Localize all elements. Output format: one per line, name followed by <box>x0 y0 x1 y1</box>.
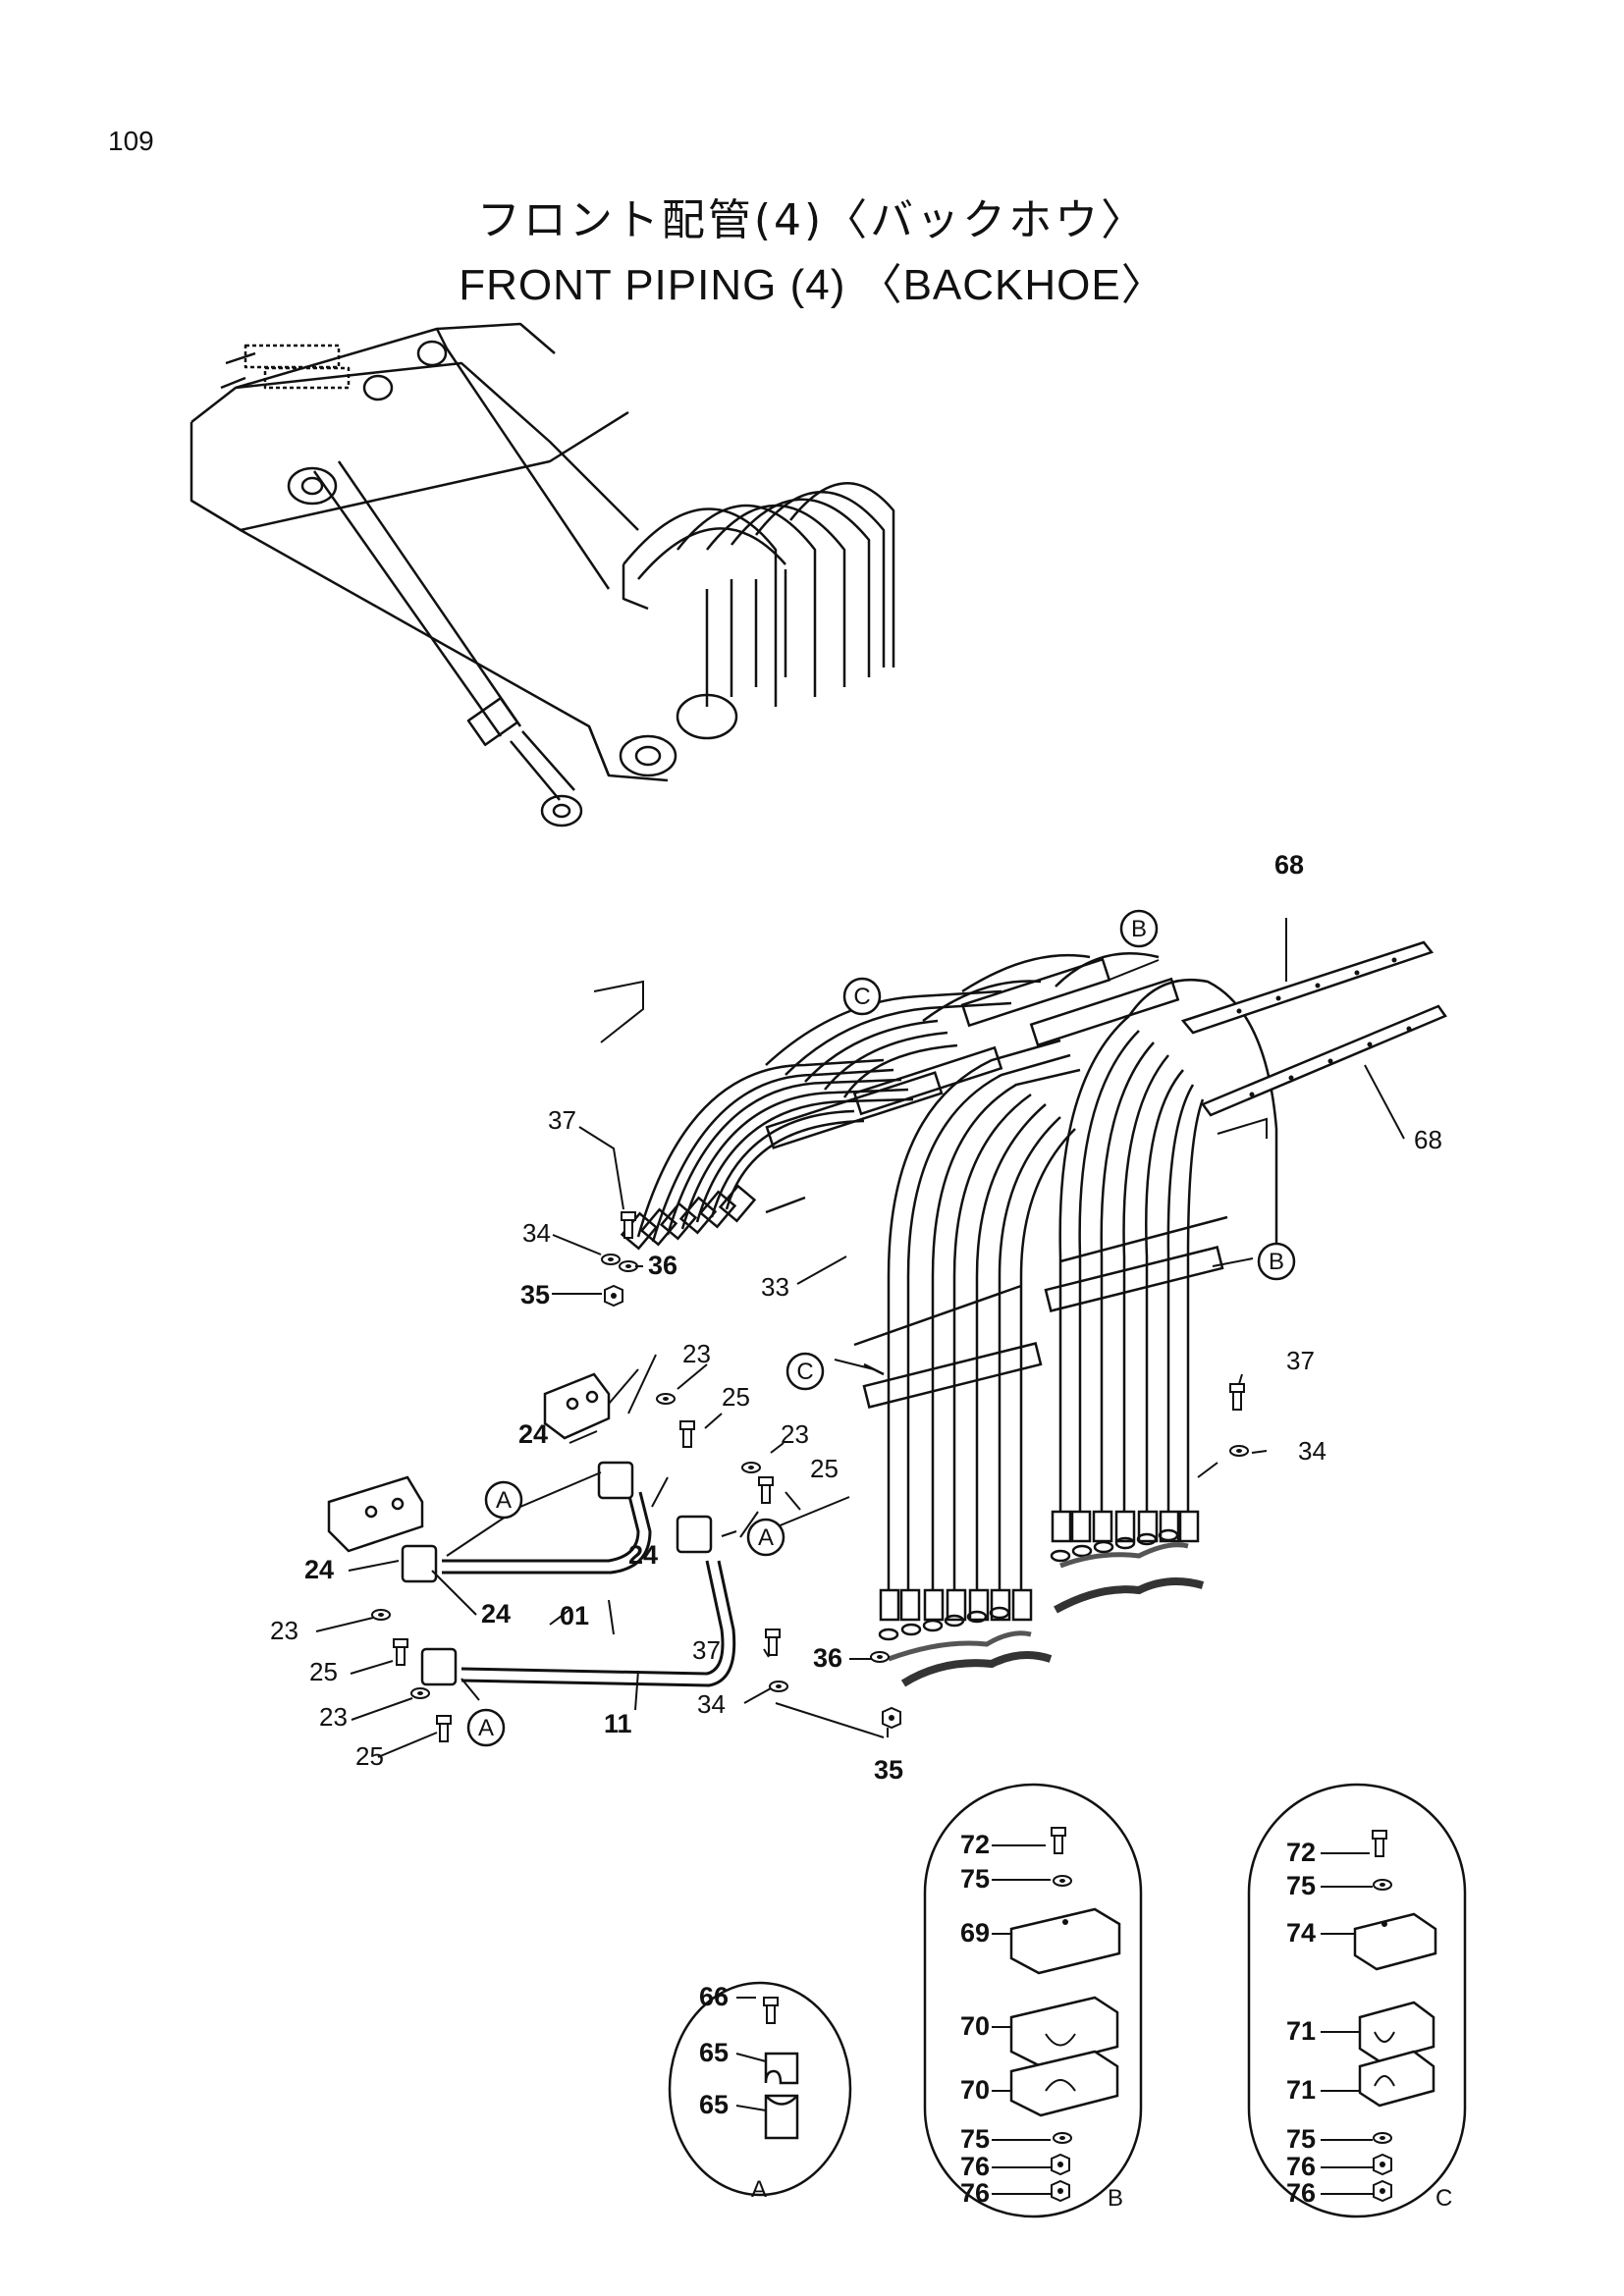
part-label-33: 33 <box>761 1272 789 1302</box>
detail-c-part-74: 74 <box>1286 1918 1316 1948</box>
callout-a-2: A <box>758 1524 774 1551</box>
part-label-23-a: 23 <box>682 1339 711 1368</box>
detail-b-part-75-lower: 75 <box>960 2124 990 2154</box>
pipe-fittings <box>401 1461 713 1686</box>
detail-b-part-76-upper: 76 <box>960 2152 990 2181</box>
callout-b-1: B <box>1131 916 1147 942</box>
callout-c-2: C <box>796 1359 813 1385</box>
part-label-25-c: 25 <box>309 1657 338 1686</box>
detail-b-label: B <box>1108 2185 1123 2212</box>
part-label-37-lower: 37 <box>692 1635 721 1665</box>
flat-bar-68 <box>1180 940 1447 1117</box>
part-label-23-c: 23 <box>270 1616 298 1645</box>
o-ring-row <box>878 1528 1179 1641</box>
detail-c-part-76-lower: 76 <box>1286 2178 1316 2208</box>
part-label-34-upper: 34 <box>522 1218 551 1248</box>
page-number: 109 <box>108 126 154 156</box>
detail-b-part-76-lower: 76 <box>960 2178 990 2208</box>
part-label-01: 01 <box>560 1601 589 1630</box>
part-label-68-top: 68 <box>1274 850 1304 880</box>
callout-b-2: B <box>1269 1249 1284 1275</box>
part-label-11: 11 <box>604 1709 632 1738</box>
detail-b-clamp: 72 75 69 70 70 75 76 76 B <box>923 1783 1143 2218</box>
detail-c-part-76-upper: 76 <box>1286 2152 1316 2181</box>
detail-b-part-72: 72 <box>960 1830 990 1859</box>
leader-lines <box>315 959 1268 1758</box>
part-label-34-right: 34 <box>1298 1436 1326 1466</box>
detail-c-label: C <box>1435 2185 1452 2212</box>
part-label-35-lower: 35 <box>874 1755 903 1785</box>
part-label-68-bottom: 68 <box>1414 1125 1442 1154</box>
hose-assembly-illustration <box>620 952 1278 1687</box>
detail-c-part-75-lower: 75 <box>1286 2124 1316 2154</box>
detail-c-part-72: 72 <box>1286 1838 1316 1867</box>
detail-b-part-70-upper: 70 <box>960 2011 990 2041</box>
part-label-24-d: 24 <box>481 1599 511 1629</box>
detail-b-part-69: 69 <box>960 1918 990 1948</box>
detail-c-part-75-upper: 75 <box>1286 1871 1316 1900</box>
callout-a-1: A <box>496 1487 512 1514</box>
detail-a-part-65-upper: 65 <box>699 2038 729 2067</box>
part-label-25-d: 25 <box>355 1741 384 1771</box>
boom-overview-illustration <box>189 322 895 828</box>
part-label-25-a: 25 <box>722 1382 750 1412</box>
detail-b-part-75-upper: 75 <box>960 1864 990 1894</box>
detail-c-part-71-lower: 71 <box>1286 2075 1316 2105</box>
detail-b-part-70-lower: 70 <box>960 2075 990 2105</box>
callout-a-3: A <box>478 1715 494 1741</box>
split-flange-blocks <box>327 1372 611 1553</box>
part-label-36-upper: 36 <box>648 1251 677 1280</box>
pipe-01-and-11 <box>442 1491 736 1687</box>
page-title-japanese: フロント配管(4)〈バックホウ〉 <box>476 195 1148 245</box>
detail-a-part-65-lower: 65 <box>699 2090 729 2119</box>
hose-end-fittings <box>879 1510 1200 1622</box>
part-label-35-upper: 35 <box>520 1280 550 1309</box>
part-label-24-c: 24 <box>304 1555 334 1584</box>
detail-a-label: A <box>751 2176 767 2203</box>
callout-c-1: C <box>853 984 870 1010</box>
detail-c-clamp: 72 75 74 71 71 75 76 76 C <box>1247 1783 1467 2218</box>
detail-c-part-71-upper: 71 <box>1286 2016 1316 2046</box>
page-title-english: FRONT PIPING (4) 〈BACKHOE〉 <box>459 261 1165 309</box>
detail-a-part-66: 66 <box>699 1982 729 2011</box>
part-label-24-a: 24 <box>518 1419 548 1449</box>
part-label-23-d: 23 <box>319 1702 348 1732</box>
part-label-24-b: 24 <box>628 1540 658 1570</box>
part-label-34-lower: 34 <box>697 1689 726 1719</box>
part-label-36-lower: 36 <box>813 1643 842 1673</box>
detail-a-clamp: 66 65 65 A <box>668 1981 852 2203</box>
callout-markers <box>466 909 1296 1747</box>
part-label-37-right: 37 <box>1286 1346 1315 1375</box>
part-label-23-b: 23 <box>781 1419 809 1449</box>
part-label-37-upper: 37 <box>548 1105 576 1135</box>
part-label-25-b: 25 <box>810 1454 839 1483</box>
